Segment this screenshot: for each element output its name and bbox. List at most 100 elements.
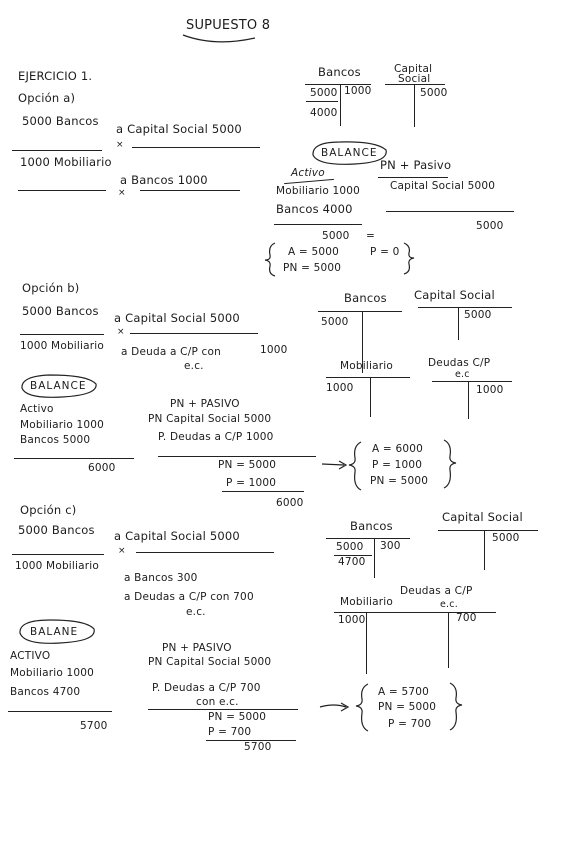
- pasivo-pn-line: PN = 5000: [208, 711, 267, 723]
- pasivo-total-line: [386, 211, 514, 212]
- pasivo-total-line: [148, 709, 298, 710]
- t-account-capital-divider: [458, 307, 459, 340]
- t-account-deudas-title-2: e.c: [455, 369, 470, 380]
- t-account-bancos-divider: [374, 538, 375, 578]
- t-account-mobiliario-debit: 1000: [326, 382, 354, 394]
- t-account-bancos-subtotal-line: [306, 101, 338, 102]
- activo-row-mobiliario: Mobiliario 1000: [20, 419, 105, 431]
- pasivo-p-line: P = 700: [208, 726, 252, 738]
- activo-row-bancos: Bancos 4700: [10, 686, 81, 698]
- t-account-bancos-bar: [326, 538, 410, 539]
- summary-equity: PN = 5000: [378, 701, 437, 713]
- t-account-capital-title: Capital Social: [414, 288, 495, 302]
- t-account-bancos-balance: 4000: [310, 107, 338, 119]
- pasivo-subtotal-line: [206, 740, 296, 741]
- journal-cross: ×: [118, 546, 126, 556]
- pasivo-pn-line: PN = 5000: [218, 459, 277, 471]
- t-account-capital-title: Capital: [394, 63, 433, 75]
- t-account-bancos-balance: 4700: [338, 556, 366, 568]
- option-b-entry1-credit: a Capital Social 5000: [114, 311, 240, 325]
- t-account-mobiliario-divider: [366, 612, 367, 674]
- journal-cross: ×: [116, 140, 124, 150]
- journal-line: [132, 147, 260, 148]
- activo-total: 5000: [322, 230, 350, 242]
- balance-label: BALANE: [30, 626, 79, 638]
- pasivo-row-capital: Capital Social 5000: [390, 180, 496, 192]
- pasivo-row-deudas: P. Deudas a C/P 1000: [158, 431, 274, 443]
- t-account-bancos-debit: 5000: [321, 316, 349, 328]
- option-c-entry2-credit-1: a Bancos 300: [124, 572, 198, 584]
- option-c-entry2-credit-2: a Deudas a C/P con 700: [124, 591, 254, 603]
- t-account-capital-title-2: Social: [398, 73, 431, 85]
- option-b-entry2-debit: 1000 Mobiliario: [20, 340, 105, 352]
- t-account-bancos-title: Bancos: [318, 65, 361, 79]
- t-account-deudas-divider: [468, 381, 469, 419]
- option-a-entry1-debit: 5000 Bancos: [22, 114, 99, 128]
- journal-cross: ×: [118, 188, 126, 198]
- equals-sign: =: [366, 230, 375, 242]
- summary-liabilities: P = 0: [370, 246, 400, 258]
- pasivo-total: 5700: [244, 741, 272, 753]
- t-account-bancos-credit: 1000: [344, 85, 372, 97]
- t-account-bancos-bar: [305, 84, 371, 85]
- journal-line: [12, 150, 102, 151]
- t-account-deudas-bar: [432, 381, 512, 382]
- summary-assets: A = 5000: [288, 246, 339, 258]
- summary-liabilities: P = 700: [388, 718, 432, 730]
- pasivo-row-capital: PN Capital Social 5000: [148, 413, 272, 425]
- pasivo-p-line: P = 1000: [226, 477, 277, 489]
- t-account-capital-bar: [418, 307, 512, 308]
- option-b-entry1-debit: 5000 Bancos: [22, 304, 99, 318]
- t-account-deudas-credit: 1000: [476, 384, 504, 396]
- t-account-capital-credit: 5000: [464, 309, 492, 321]
- balance-label: BALANCE: [30, 380, 87, 392]
- activo-row-bancos: Bancos 4000: [276, 202, 353, 216]
- t-account-deudas-credit: 700: [456, 612, 477, 624]
- t-account-capital-divider: [414, 84, 415, 127]
- t-account-bancos-credit: 300: [380, 540, 401, 552]
- option-a-entry1-credit: a Capital Social 5000: [116, 122, 242, 136]
- t-account-capital-bar: [438, 530, 538, 531]
- pasivo-row-deudas-2: con e.c.: [196, 696, 239, 708]
- option-a-entry2-debit: 1000 Mobiliario: [20, 155, 112, 169]
- journal-line: [140, 190, 240, 191]
- t-account-capital-title: Capital Social: [442, 510, 523, 524]
- activo-total-line: [14, 458, 134, 459]
- pasivo-total: 5000: [476, 220, 504, 232]
- pasivo-subtotal-line: [222, 491, 304, 492]
- t-account-capital-credit: 5000: [420, 87, 448, 99]
- t-account-deudas-title-2: e.c.: [440, 599, 458, 610]
- summary-liabilities: P = 1000: [372, 459, 423, 471]
- t-account-deudas-bar: [404, 612, 496, 613]
- summary-assets: A = 6000: [372, 443, 423, 455]
- t-account-bancos-divider: [362, 311, 363, 373]
- activo-heading: Activo: [20, 403, 54, 415]
- t-account-mobiliario-debit: 1000: [338, 614, 366, 626]
- t-account-mobiliario-divider: [370, 377, 371, 417]
- summary-equity: PN = 5000: [283, 262, 342, 274]
- t-account-bancos-subtotal-line: [334, 555, 372, 556]
- option-c-entry1-debit: 5000 Bancos: [18, 523, 95, 537]
- page-title: SUPUESTO 8: [186, 18, 271, 33]
- t-account-capital-credit: 5000: [492, 532, 520, 544]
- activo-total: 6000: [88, 462, 116, 474]
- pn-pasivo-heading: PN + PASIVO: [170, 398, 240, 410]
- t-account-bancos-divider: [340, 84, 341, 126]
- option-b-entry2-amount: 1000: [260, 344, 288, 356]
- t-account-mobiliario-bar: [326, 377, 410, 378]
- t-account-mobiliario-title: Mobiliario: [340, 596, 393, 608]
- t-account-bancos-title: Bancos: [350, 519, 393, 533]
- t-account-mobiliario-bar: [334, 612, 418, 613]
- option-b-entry2-credit: a Deuda a C/P con: [121, 346, 221, 358]
- journal-line: [130, 333, 258, 334]
- balance-label: BALANCE: [321, 147, 378, 159]
- journal-line: [12, 554, 104, 555]
- option-c-entry2-credit-3: e.c.: [186, 606, 206, 618]
- option-b-entry2-credit-2: e.c.: [184, 360, 204, 372]
- option-b-heading: Opción b): [22, 281, 80, 295]
- activo-row-mobiliario: Mobiliario 1000: [10, 667, 95, 679]
- pasivo-total: 6000: [276, 497, 304, 509]
- option-c-entry1-credit: a Capital Social 5000: [114, 529, 240, 543]
- activo-total-line: [274, 224, 362, 225]
- journal-line: [20, 334, 104, 335]
